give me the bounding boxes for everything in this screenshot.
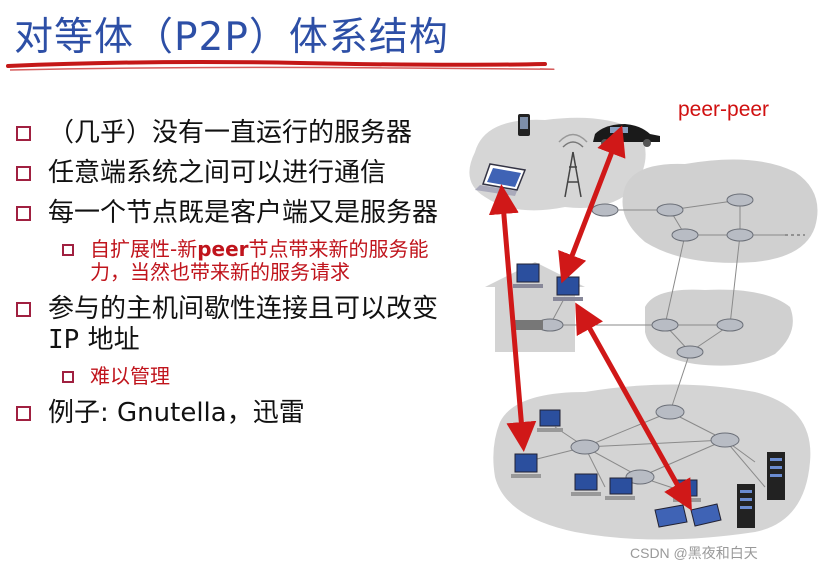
bullet-text: 节点带来新的服务能力，当然也带来新的服务请求 [90, 237, 429, 284]
isp-cloud-top-right [622, 159, 818, 263]
desktop-icon [539, 409, 561, 427]
router-icon [651, 318, 679, 332]
bullet-text: 例子: Gnutella，迅雷 [48, 398, 305, 428]
router-icon [726, 228, 754, 242]
bullet-marker-icon [16, 206, 31, 221]
desktop-icon-home-1 [513, 263, 543, 288]
bullet-marker-icon [16, 302, 31, 317]
bullet-text: 自扩展性-新 [90, 237, 198, 261]
desktop-icon-home-2 [553, 276, 583, 301]
bullet-item: 参与的主机间歇性连接且可以改变IP 地址 [14, 294, 454, 356]
bullet-text: IP [48, 325, 80, 355]
router-icon [591, 203, 619, 217]
bullet-list: （几乎）没有一直运行的服务器任意端系统之间可以进行通信每一个节点既是客户端又是服… [14, 118, 454, 438]
bullet-text: 难以管理 [90, 364, 170, 388]
bullet-marker-icon [16, 126, 31, 141]
bullet-item: 任意端系统之间可以进行通信 [14, 158, 454, 189]
isp-cloud-bottom [493, 384, 811, 540]
router-icon [655, 404, 685, 420]
router-icon [716, 318, 744, 332]
router-icon [671, 228, 699, 242]
router-icon [676, 345, 704, 359]
peer-peer-label: peer-peer [678, 98, 770, 121]
watermark: CSDN @黑夜和白天 [630, 545, 758, 561]
bullet-text: 每一个节点既是客户端又是服务器 [48, 198, 439, 228]
bullet-item: 每一个节点既是客户端又是服务器 [14, 198, 454, 229]
server-rack-icon [737, 452, 785, 528]
peer-arrow [575, 302, 692, 511]
bullet-text: 任意端系统之间可以进行通信 [48, 158, 387, 188]
bullet-marker-icon [16, 166, 31, 181]
bullet-item: 例子: Gnutella，迅雷 [14, 398, 454, 429]
router-icon [570, 439, 600, 455]
bullet-text: 参与的主机间歇性连接且可以改变 [48, 294, 439, 324]
peer-arrow [558, 125, 626, 284]
bullet-marker-icon [16, 406, 31, 421]
router-icon [710, 432, 740, 448]
bullet-text: （几乎）没有一直运行的服务器 [48, 118, 413, 148]
p2p-network-diagram [469, 114, 818, 540]
router-icon [726, 193, 754, 207]
peer-arrow [488, 184, 537, 452]
desktop-icon [609, 477, 633, 495]
router-icon [656, 203, 684, 217]
slide-title: 对等体（P2P）体系结构 [14, 15, 449, 60]
bullet-text: 地址 [79, 325, 140, 355]
bullet-text: peer [197, 237, 249, 261]
desktop-icon [514, 453, 538, 473]
sub-bullet-item: 难以管理 [60, 365, 454, 388]
smartphone-icon [518, 114, 530, 136]
bullet-marker-icon [62, 371, 74, 383]
sub-bullet-item: 自扩展性-新peer节点带来新的服务能力，当然也带来新的服务请求 [60, 238, 454, 284]
bullet-marker-icon [62, 244, 74, 256]
bullet-item: （几乎）没有一直运行的服务器 [14, 118, 454, 149]
desktop-icon [574, 473, 598, 491]
title-underline [6, 60, 555, 71]
